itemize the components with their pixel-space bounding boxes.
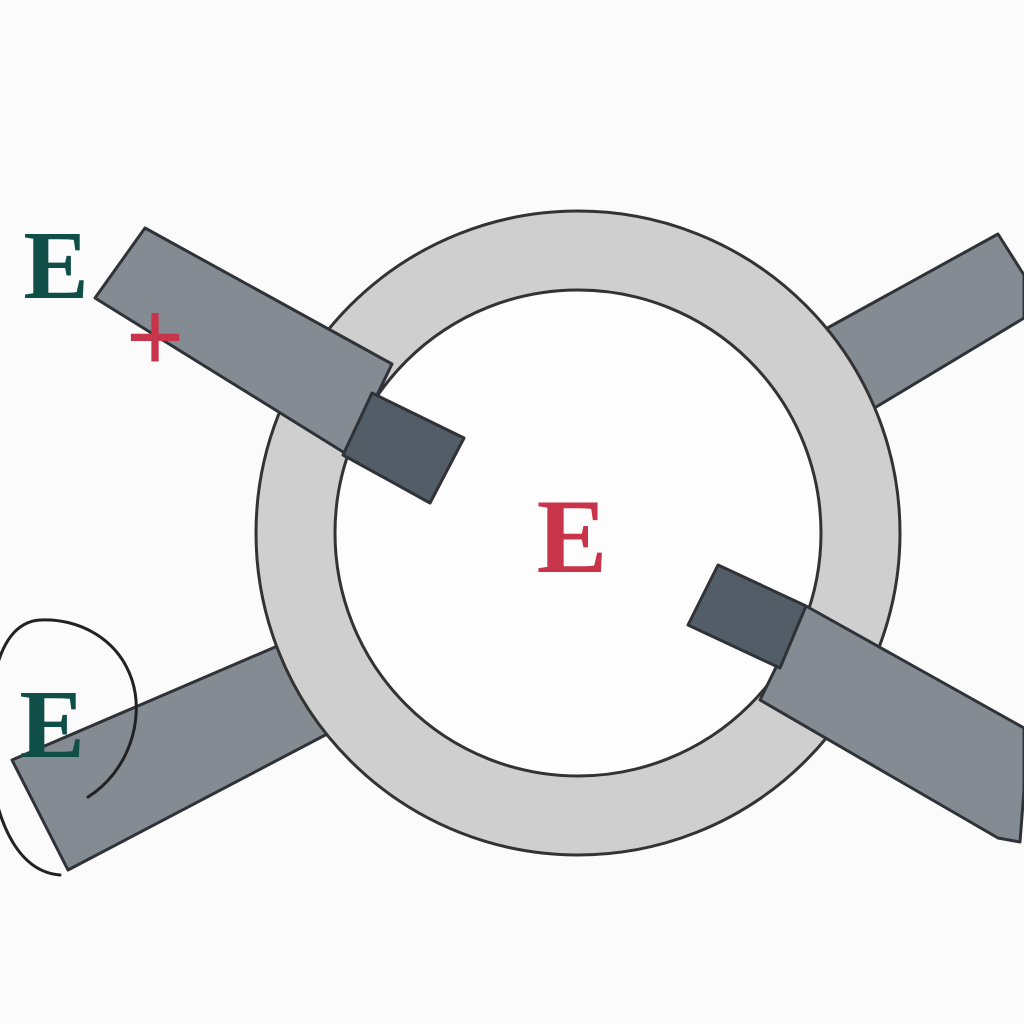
bar-bottom-right-tip xyxy=(686,563,808,670)
bar-bottom-right xyxy=(686,563,1024,844)
loop-circle xyxy=(0,618,138,877)
top-left-label: E xyxy=(23,212,88,320)
bar-top-left xyxy=(93,226,466,505)
plus-sign: + xyxy=(125,280,184,395)
bar-top-left-tip xyxy=(341,391,466,505)
inner-disc xyxy=(333,288,823,778)
center-label: E xyxy=(537,478,608,595)
bottom-left-label: E xyxy=(19,671,84,779)
